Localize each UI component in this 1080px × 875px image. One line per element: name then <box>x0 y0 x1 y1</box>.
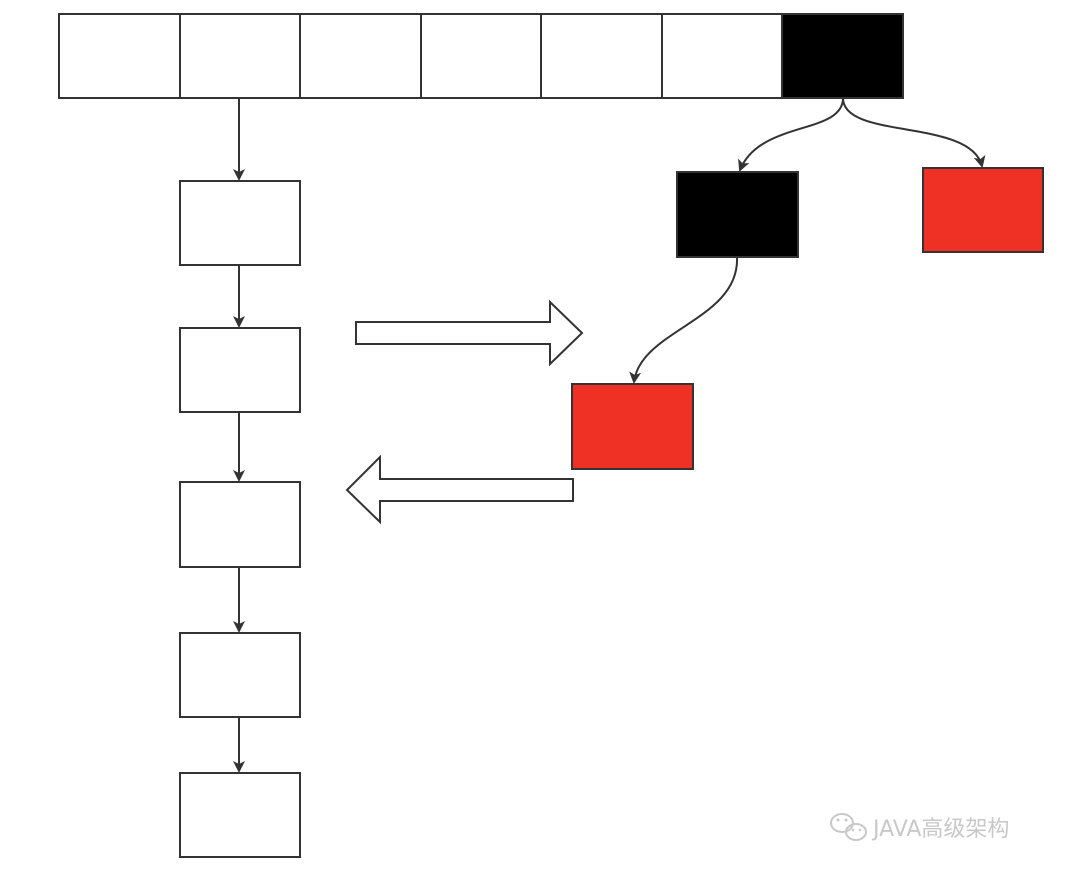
bucket-slot <box>420 13 542 99</box>
watermark-text: JAVA高级架构 <box>871 817 1009 842</box>
tree-node <box>922 167 1044 253</box>
list-node <box>179 180 301 266</box>
linked-list <box>179 98 301 858</box>
tree-node <box>676 171 799 258</box>
bucket-slot <box>179 13 301 99</box>
tree-edge-arrow <box>629 256 739 384</box>
bucket-slot <box>58 13 181 99</box>
list-node <box>179 772 301 858</box>
bucket-slot <box>781 13 904 99</box>
bucket-slot <box>299 13 422 99</box>
wechat-icon <box>830 813 867 841</box>
red-black-tree <box>571 97 1044 470</box>
list-node <box>179 481 301 568</box>
left-block-arrow <box>345 454 574 525</box>
tree-edge-arrow <box>842 97 986 168</box>
watermark: JAVA高级架构 <box>830 813 1009 842</box>
tree-node <box>571 383 694 470</box>
list-node <box>179 632 301 718</box>
bucket-slot <box>661 13 783 99</box>
bucket-slot <box>540 13 663 99</box>
right-block-arrow <box>355 299 584 367</box>
conversion-arrows <box>345 299 584 525</box>
tree-edge-arrow <box>738 97 844 172</box>
bucket-array <box>58 13 904 99</box>
list-node <box>179 327 301 413</box>
